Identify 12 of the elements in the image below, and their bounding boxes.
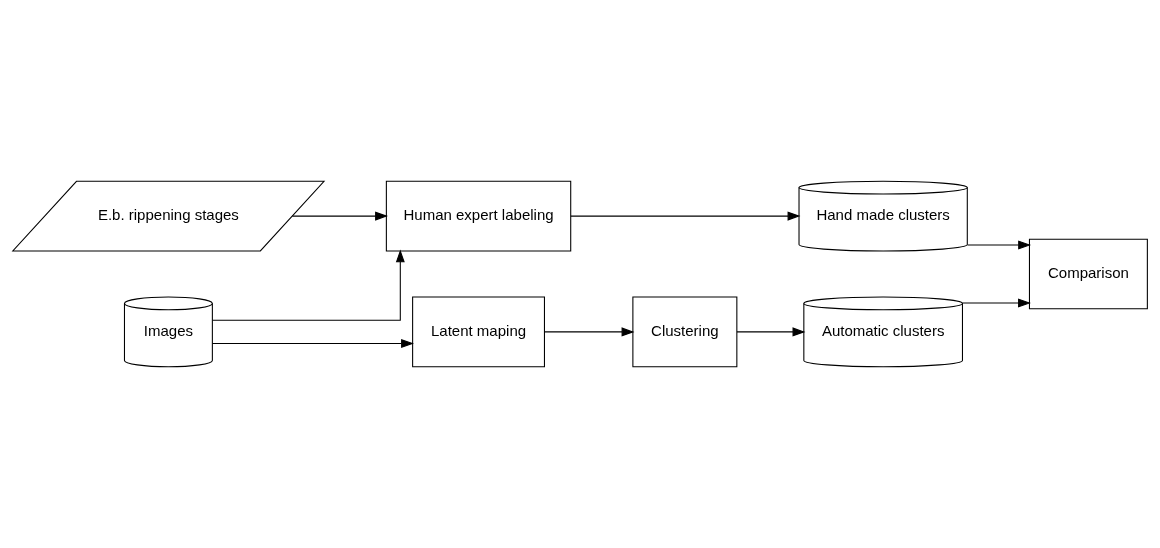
node-box: Human expert labeling bbox=[385, 180, 572, 252]
arrow bbox=[570, 211, 801, 221]
arrow bbox=[967, 240, 1032, 250]
arrow bbox=[544, 327, 635, 337]
arrow bbox=[212, 249, 405, 321]
arrow bbox=[212, 338, 414, 348]
arrow bbox=[291, 211, 388, 221]
node-box: Latent maping bbox=[412, 296, 545, 368]
node-box: Comparison bbox=[1028, 238, 1148, 310]
arrow bbox=[961, 298, 1031, 308]
node-box: Clustering bbox=[632, 296, 738, 368]
arrow bbox=[736, 327, 806, 337]
